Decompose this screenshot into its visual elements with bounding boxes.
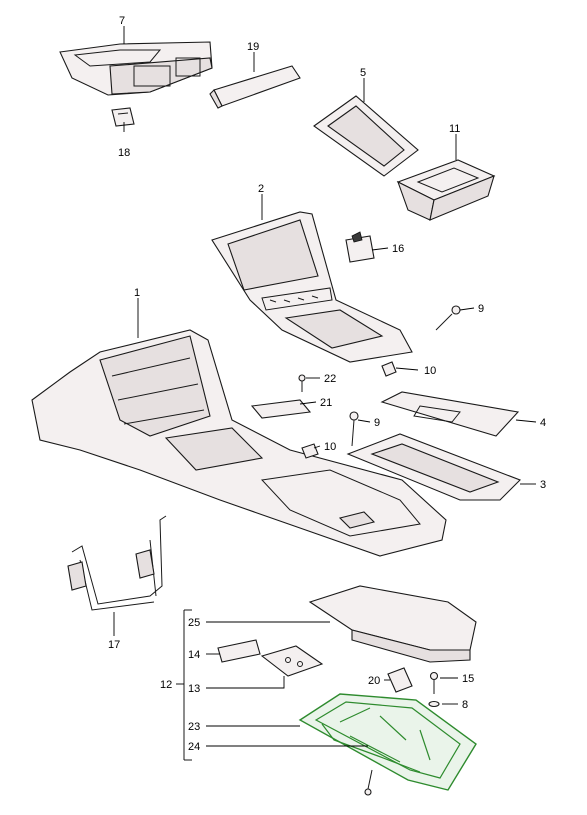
callout-10-lower: 10 xyxy=(324,441,336,453)
callout-21: 21 xyxy=(320,397,332,409)
part-22-bolt xyxy=(298,374,306,392)
callout-14: 14 xyxy=(188,649,200,661)
part-20-latch xyxy=(387,667,413,693)
callout-25: 25 xyxy=(188,617,200,629)
callout-8: 8 xyxy=(462,699,468,711)
part-8-washer xyxy=(428,700,440,708)
bottom-screw xyxy=(364,769,373,796)
callout-18: 18 xyxy=(118,147,130,159)
callout-23: 23 xyxy=(188,721,200,733)
part-11-box xyxy=(396,159,496,221)
callout-15: 15 xyxy=(462,673,474,685)
callout-16: 16 xyxy=(392,243,404,255)
leader-lines xyxy=(113,26,537,761)
callout-13: 13 xyxy=(188,683,200,695)
callout-17: 17 xyxy=(108,639,120,651)
part-3-tray xyxy=(346,433,521,501)
callout-24: 24 xyxy=(188,741,200,753)
callout-9-lower: 9 xyxy=(374,417,380,429)
part-25-lid xyxy=(308,585,477,663)
part-2-center-panel xyxy=(211,211,413,363)
part-10-clip-upper xyxy=(381,361,397,377)
callout-12: 12 xyxy=(160,679,172,691)
callout-2: 2 xyxy=(258,183,264,195)
callout-7: 7 xyxy=(119,15,125,27)
callout-20: 20 xyxy=(368,675,380,687)
callout-5: 5 xyxy=(360,67,366,79)
part-18-clip xyxy=(111,107,135,127)
part-19-cover xyxy=(209,65,301,109)
callout-19: 19 xyxy=(247,41,259,53)
part-14-hinge xyxy=(217,639,261,663)
part-21-bracket xyxy=(250,399,312,419)
callout-3: 3 xyxy=(540,479,546,491)
part-1-main-console xyxy=(31,329,447,557)
part-23-24-storage-tray xyxy=(298,693,477,791)
part-17-bracket-frame xyxy=(67,515,167,611)
part-9-screw-upper xyxy=(435,305,461,331)
part-13-plate xyxy=(260,645,324,677)
callout-10-upper: 10 xyxy=(424,365,436,377)
part-5-frame xyxy=(313,95,419,177)
callout-4: 4 xyxy=(540,417,546,429)
callout-labels: 7 19 5 11 18 2 16 1 9 10 22 21 9 4 10 3 … xyxy=(108,15,546,753)
callout-1: 1 xyxy=(134,287,140,299)
part-4-mat xyxy=(380,391,520,437)
callout-11: 11 xyxy=(449,123,460,135)
part-16-switch xyxy=(345,231,375,263)
callout-9-upper: 9 xyxy=(478,303,484,315)
part-10-clip-lower xyxy=(301,443,319,459)
callout-22: 22 xyxy=(324,373,336,385)
part-7-upper-tray xyxy=(59,41,213,96)
part-15-screw xyxy=(429,671,439,694)
part-9-screw-lower xyxy=(349,411,359,447)
